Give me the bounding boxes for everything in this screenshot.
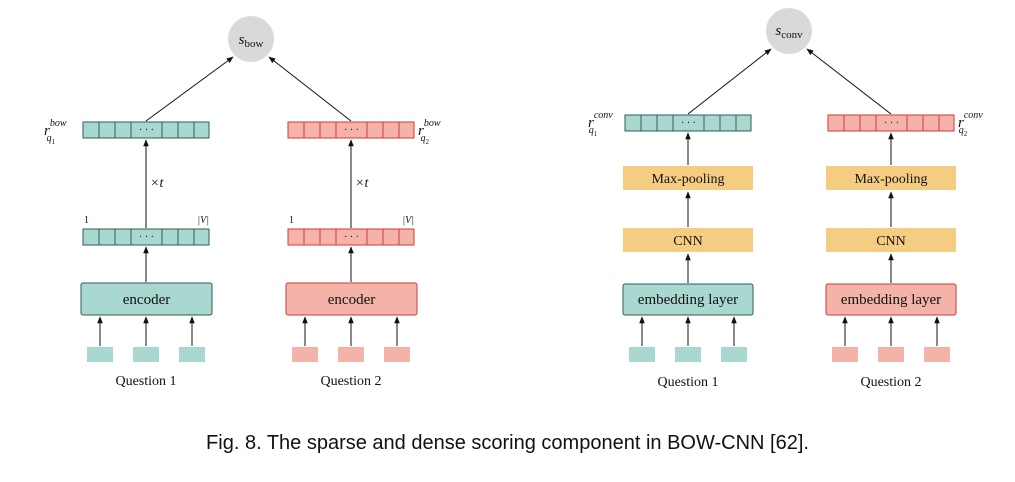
bow-left-question-label: Question 1 [115, 374, 176, 389]
cnn-right-r-dots: · · · [884, 118, 899, 129]
cnn-left-maxpool-label: Max-pooling [651, 172, 724, 187]
bow-arrow-right-to-score [268, 56, 352, 122]
bow-score-node [228, 16, 274, 62]
cnn-score-node [766, 8, 812, 54]
bow-right-r-dots: · · · [344, 125, 359, 136]
cnn-left-embedding-box [622, 283, 754, 316]
cnn-right-cnn-box [826, 228, 956, 252]
bow-right-mid-vector: · · · [287, 228, 415, 246]
bow-left-token-3 [179, 347, 205, 362]
cnn-right-embedding-box [825, 283, 957, 316]
cnn-right-maxpool-box [826, 166, 956, 190]
bow-left-token-1 [87, 347, 113, 362]
bow-right-range-end: |V| [402, 215, 414, 226]
bow-left-encoder-label: encoder [123, 292, 170, 308]
cnn-left-token-2 [675, 347, 701, 362]
cnn-arrow-right-to-score [806, 48, 892, 115]
cnn-right-r-vector: · · · [827, 114, 955, 132]
cnn-left-question-label: Question 1 [657, 375, 718, 390]
bow-right-r-vector: · · · [287, 121, 415, 139]
bow-right-question-label: Question 2 [320, 374, 381, 389]
bow-left-token-2 [133, 347, 159, 362]
cnn-left-r-dots: · · · [681, 118, 696, 129]
bow-left-r-dots: · · · [139, 125, 154, 136]
bow-right-token-2 [338, 347, 364, 362]
bow-right-mid-dots: · · · [344, 232, 359, 243]
cnn-right-token-2 [878, 347, 904, 362]
bow-left-encoder-box [80, 282, 213, 316]
bow-right-encoder-label: encoder [328, 292, 375, 308]
bow-right-range-start: 1 [289, 215, 294, 226]
bow-right-encoder-box [285, 282, 418, 316]
figure-caption: Fig. 8. The sparse and dense scoring com… [206, 432, 809, 454]
bow-right-times-label: ×t [355, 176, 369, 191]
cnn-arrow-left-to-score [687, 48, 772, 115]
bow-left-mid-vector: · · · [82, 228, 210, 246]
cnn-right-token-1 [832, 347, 858, 362]
cnn-right-question-label: Question 2 [860, 375, 921, 390]
cnn-right-token-3 [924, 347, 950, 362]
bow-left-r-vector: · · · [82, 121, 210, 139]
cnn-left-r-vector: · · · [624, 114, 752, 132]
cnn-left-embedding-label: embedding layer [638, 292, 738, 308]
bow-arrow-left-to-score [145, 56, 234, 122]
bow-right-token-1 [292, 347, 318, 362]
bow-left-range-end: |V| [197, 215, 209, 226]
cnn-left-token-1 [629, 347, 655, 362]
cnn-score-label: sconv [775, 23, 803, 41]
cnn-right-maxpool-label: Max-pooling [854, 172, 927, 187]
cnn-left-cnn-box [623, 228, 753, 252]
bow-left-times-label: ×t [150, 176, 164, 191]
cnn-left-token-3 [721, 347, 747, 362]
cnn-left-cnn-label: CNN [673, 234, 703, 249]
cnn-left-maxpool-box [623, 166, 753, 190]
cnn-right-embedding-label: embedding layer [841, 292, 941, 308]
bow-right-token-3 [384, 347, 410, 362]
bow-score-label: sbow [239, 32, 264, 50]
cnn-right-cnn-label: CNN [876, 234, 906, 249]
bow-left-mid-dots: · · · [139, 232, 154, 243]
bow-left-range-start: 1 [84, 215, 89, 226]
